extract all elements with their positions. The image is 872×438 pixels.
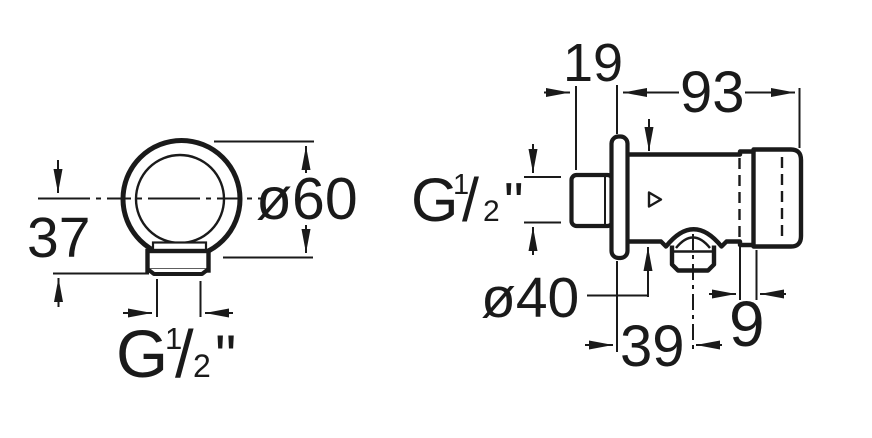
outlet-nipple-front (145, 248, 211, 273)
dim-outer-diameter-60: ø60 (214, 140, 358, 259)
dim-button-travel-9: 9 (709, 247, 786, 360)
valve-body (624, 147, 804, 249)
thread-inch-mark: " (215, 323, 236, 390)
wall-flange (609, 134, 630, 261)
dim-inlet-length-19-label: 19 (563, 33, 623, 93)
thread-slash: / (175, 317, 194, 392)
thread-size-label-front: G 1 / 2 " (116, 317, 236, 392)
flow-direction-triangle-icon (647, 191, 663, 208)
dim-outlet-offset-39-label: 39 (620, 314, 685, 379)
dim-thread-side: G 1 / 2 " (411, 144, 561, 255)
inlet-nipple-side (569, 172, 615, 229)
thread-denominator: 2 (193, 348, 211, 384)
dim-button-travel-9-label: 9 (729, 288, 765, 360)
thread-size-label-side: G 1 / 2 " (411, 166, 524, 234)
dim-body-diameter-40-label: ø40 (481, 266, 579, 330)
dim-offset-37: 37 (27, 160, 149, 307)
dim-thread-front: G 1 / 2 " (116, 279, 236, 392)
thread-inch-mark: " (504, 171, 524, 233)
thread-numerator: 1 (165, 321, 182, 356)
side-view: 19 93 G 1 / 2 " (411, 33, 804, 379)
dim-body-diameter-40: ø40 (481, 119, 654, 330)
thread-g: G (116, 317, 168, 392)
dim-inlet-length-19: 19 (544, 33, 623, 170)
outlet-nipple-front-bottom (146, 267, 210, 276)
thread-numerator: 1 (453, 169, 469, 201)
thread-denominator: 2 (483, 195, 500, 228)
dim-body-length-93-label: 93 (680, 60, 745, 125)
dim-outer-diameter-60-label: ø60 (256, 166, 358, 232)
dim-outlet-offset-39: 39 (585, 261, 722, 379)
thread-g: G (411, 166, 458, 234)
dim-offset-37-label: 37 (27, 206, 90, 270)
thread-slash: / (462, 166, 479, 234)
dim-body-length-93: 93 (616, 60, 801, 148)
front-view: 37 ø60 G 1 / 2 " (27, 138, 358, 392)
